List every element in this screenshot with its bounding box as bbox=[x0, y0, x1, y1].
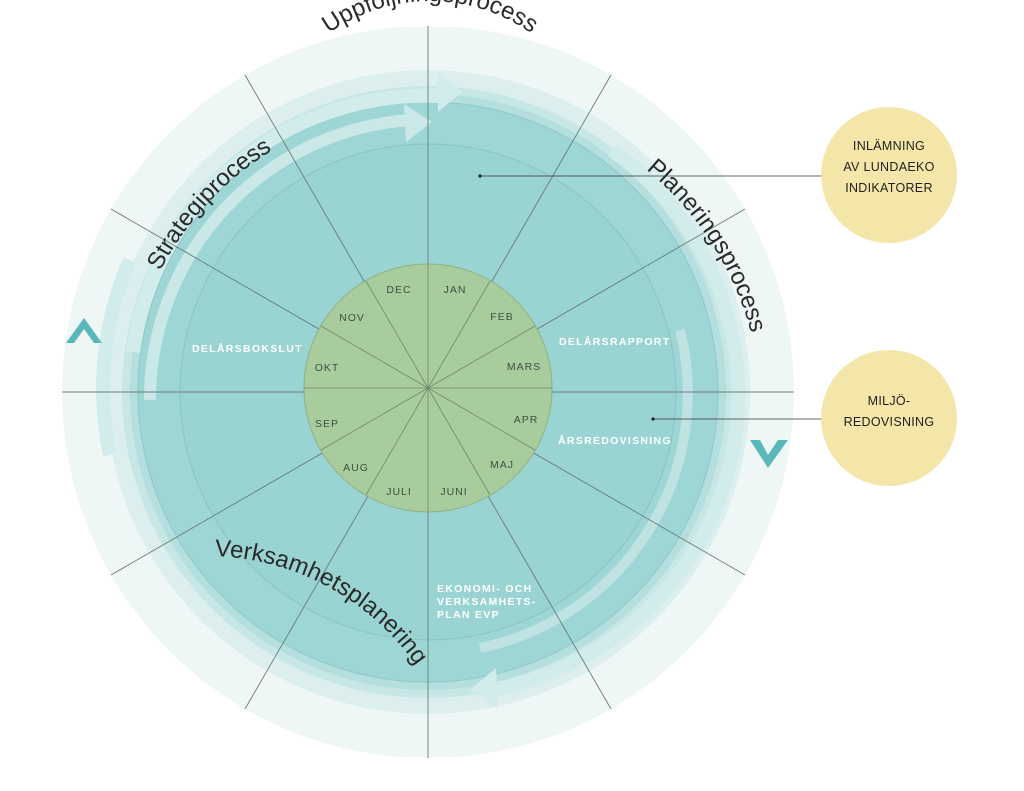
month-maj: MAJ bbox=[490, 459, 514, 471]
callout-lundaeko-line-3: INDIKATORER bbox=[845, 181, 933, 195]
month-mars: MARS bbox=[507, 361, 541, 373]
callout-miljo-dot bbox=[651, 417, 655, 421]
phase-delarsrapport: DELÅRSRAPPORT bbox=[559, 335, 670, 348]
month-aug: AUG bbox=[343, 462, 369, 474]
month-sep: SEP bbox=[315, 418, 339, 430]
callout-lundaeko-line-1: INLÄMNING bbox=[853, 139, 925, 153]
month-juni: JUNI bbox=[440, 486, 467, 498]
month-nov: NOV bbox=[339, 312, 365, 324]
chevron-down-icon bbox=[750, 440, 788, 468]
right-outer-arrowhead bbox=[470, 668, 498, 708]
month-okt: OKT bbox=[315, 362, 340, 374]
callout-miljo-line-1: MILJÖ- bbox=[868, 394, 911, 408]
callout-miljo-line-2: REDOVISNING bbox=[844, 415, 935, 429]
month-juli: JULI bbox=[386, 486, 412, 498]
callout-lundaeko-bubble bbox=[821, 107, 957, 243]
left-outer-band bbox=[96, 257, 137, 457]
month-jan: JAN bbox=[444, 284, 467, 296]
top-inner-band bbox=[143, 114, 411, 401]
phase-evp-line-3: PLAN EVP bbox=[437, 609, 500, 621]
top-outer-band bbox=[126, 88, 441, 353]
month-apr: APR bbox=[514, 414, 539, 426]
chevron-up-icon bbox=[66, 318, 102, 343]
center-spokes bbox=[304, 264, 552, 512]
callout-miljo-bubble bbox=[821, 350, 957, 486]
phase-arsredovisning: ÅRSREDOVISNING bbox=[558, 434, 672, 447]
phase-evp-line-2: VERKSAMHETS- bbox=[437, 596, 537, 608]
month-feb: FEB bbox=[490, 311, 513, 323]
phase-evp-line-1: EKONOMI- OCH bbox=[437, 583, 533, 595]
callout-lundaeko-line-2: AV LUNDAEKO bbox=[843, 160, 934, 174]
callout-lundaeko-dot bbox=[478, 174, 482, 178]
right-inner-band bbox=[478, 328, 693, 653]
top-inner-arrowhead bbox=[404, 104, 432, 142]
month-dec: DEC bbox=[386, 284, 411, 296]
phase-delarsbokslut: DELÅRSBOKSLUT bbox=[192, 342, 303, 355]
right-outer-band bbox=[488, 144, 746, 697]
top-outer-arrowhead bbox=[438, 72, 462, 112]
